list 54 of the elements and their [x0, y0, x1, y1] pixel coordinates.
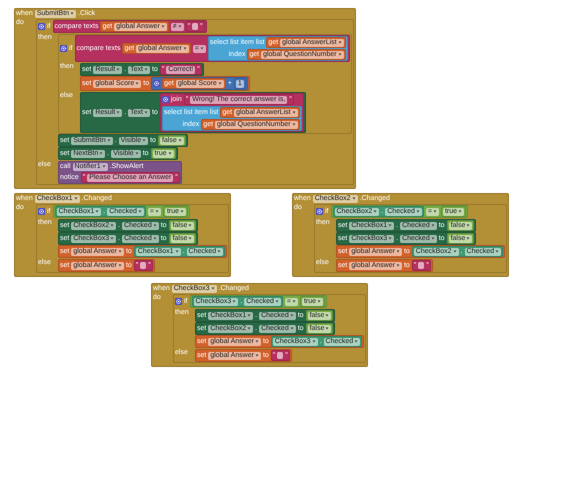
property-block	[412, 246, 504, 257]
if-block	[36, 204, 230, 273]
getter-block	[220, 107, 300, 118]
setter-block	[58, 259, 155, 272]
if-block	[58, 34, 352, 134]
compare-block	[190, 295, 328, 308]
if-block	[173, 294, 366, 363]
event-block	[151, 283, 368, 367]
setter-block	[195, 309, 336, 322]
setter-block	[195, 349, 292, 362]
compare-block	[52, 20, 207, 33]
setter-block	[195, 335, 364, 348]
setter-block	[80, 63, 204, 76]
text-block	[270, 350, 290, 361]
setter-block	[80, 92, 306, 133]
call-block	[58, 161, 182, 184]
if-block	[314, 204, 508, 273]
setter-block	[80, 76, 250, 91]
property-block	[270, 336, 362, 347]
text-block	[186, 21, 205, 32]
join-block	[160, 93, 304, 132]
setter-block	[58, 147, 178, 160]
math-block	[151, 77, 248, 90]
list-block	[162, 106, 302, 131]
setter-block	[58, 219, 198, 232]
compare-block	[52, 205, 190, 218]
setter-block	[336, 245, 506, 258]
text-block	[412, 260, 431, 271]
setter-block	[58, 232, 198, 245]
setter-block	[195, 322, 336, 335]
getter-block	[100, 21, 169, 32]
event-block	[292, 193, 510, 277]
property-block	[192, 296, 283, 307]
getter-block	[266, 37, 346, 48]
getter-block	[247, 49, 346, 60]
getter-block	[162, 78, 226, 89]
setter-block	[336, 259, 433, 272]
property-block	[134, 246, 226, 257]
text-block	[160, 64, 202, 75]
getter-block	[122, 43, 191, 54]
setter-block	[58, 245, 228, 258]
compare-block	[330, 205, 468, 218]
setter-block	[336, 232, 476, 245]
text-block	[134, 260, 153, 271]
text-block	[80, 172, 180, 183]
event-block	[14, 193, 232, 277]
text-block	[184, 94, 294, 105]
compare-block	[74, 35, 350, 62]
setter-block	[336, 219, 476, 232]
property-block	[54, 206, 146, 217]
list-block	[208, 36, 348, 61]
setter-block	[58, 134, 188, 147]
getter-block	[201, 119, 300, 130]
property-block	[332, 206, 424, 217]
